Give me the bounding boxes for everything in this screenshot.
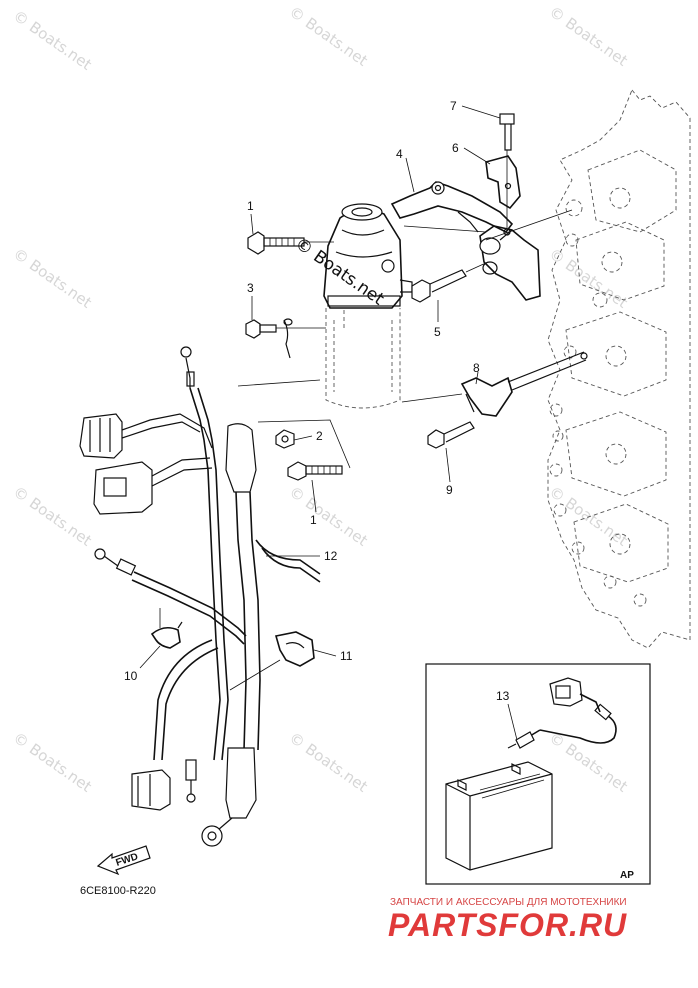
watermark: © Boats.net (286, 3, 371, 70)
bolt-1-upper (247, 231, 334, 255)
watermark-layer: © Boats.net © Boats.net © Boats.net © Bo… (10, 3, 631, 796)
part-label-11: 11 (340, 649, 353, 663)
watermark: © Boats.net (546, 729, 631, 796)
overlay-watermark: © Boats.net (291, 234, 388, 310)
bolt-7 (499, 113, 515, 236)
fwd-arrow: FWD (96, 845, 151, 876)
watermark: © Boats.net (286, 483, 371, 550)
nut-2 (275, 429, 295, 449)
part-label-13: 13 (496, 689, 510, 703)
brand-name: PARTSFOR.RU (388, 907, 627, 943)
brand-footer: ЗАПЧАСТИ И АКСЕССУАРЫ ДЛЯ МОТОТЕХНИКИ PA… (388, 897, 627, 943)
watermark: © Boats.net (10, 729, 95, 796)
part-label-8: 8 (473, 361, 480, 375)
part-label-4: 4 (396, 147, 403, 161)
clamp-10 (150, 621, 183, 649)
watermark: © Boats.net (10, 483, 95, 550)
wiring-harness (79, 346, 321, 847)
callout-leaders (139, 105, 519, 745)
watermark: © Boats.net (286, 729, 371, 796)
engine-block (547, 89, 691, 649)
part-label-2: 2 (316, 429, 323, 443)
part-label-1-lower: 1 (310, 513, 317, 527)
bolt-3 (245, 318, 326, 359)
starter-bracket (390, 181, 514, 234)
watermark: © Boats.net (10, 7, 95, 74)
leader-lines (237, 209, 573, 469)
part-label-6: 6 (452, 141, 459, 155)
bracket-8 (460, 351, 588, 417)
part-label-1: 1 (247, 199, 254, 213)
bolt-5 (411, 261, 489, 303)
part-label-9: 9 (446, 483, 453, 497)
brand-subtitle: ЗАПЧАСТИ И АКСЕССУАРЫ ДЛЯ МОТОТЕХНИКИ (390, 897, 627, 908)
part-label-10: 10 (124, 669, 138, 683)
bolt-9 (427, 421, 475, 449)
inset-box: AP (425, 663, 651, 885)
watermark: © Boats.net (10, 245, 95, 312)
starter-motor (323, 203, 413, 409)
part-label-7: 7 (450, 99, 457, 113)
part-label-12: 12 (324, 549, 338, 563)
upper-clamp (479, 225, 541, 301)
part-label-3: 3 (247, 281, 254, 295)
watermark: © Boats.net (546, 245, 631, 312)
diagram-code: 6CE8100-R220 (80, 885, 156, 897)
bolt-1-lower (287, 461, 343, 481)
inset-label: AP (620, 870, 634, 881)
clamp-11 (274, 631, 315, 667)
watermark: © Boats.net (546, 3, 631, 70)
part-label-5: 5 (434, 325, 441, 339)
small-bracket (485, 155, 521, 210)
part-number-labels: 1 1 2 3 4 5 6 7 8 9 10 11 12 13 (124, 99, 510, 703)
